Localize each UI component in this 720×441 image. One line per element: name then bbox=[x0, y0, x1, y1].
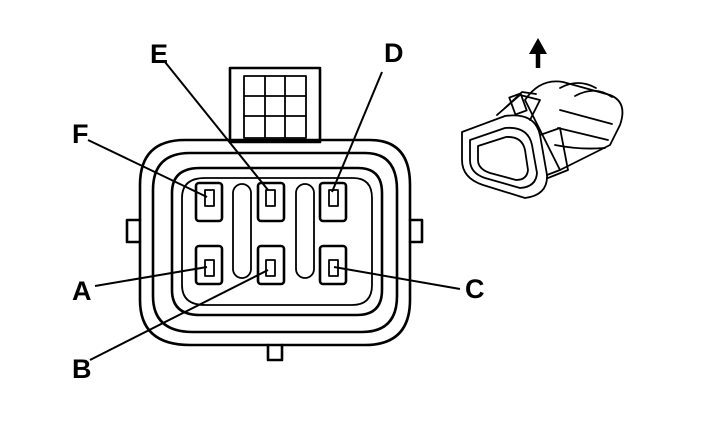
terminal-c bbox=[318, 244, 348, 286]
terminal-b bbox=[256, 244, 286, 286]
leader-d bbox=[331, 71, 383, 193]
bottom-key bbox=[266, 343, 284, 362]
leader-a bbox=[94, 266, 208, 287]
connector-isometric-view bbox=[461, 80, 624, 199]
leader-c bbox=[333, 266, 461, 290]
terminal-a bbox=[194, 244, 224, 286]
pin-label-e: E bbox=[150, 39, 168, 69]
terminal-e bbox=[256, 181, 286, 223]
connector-face bbox=[125, 66, 424, 362]
housing-inner-rim bbox=[151, 151, 399, 334]
pin-cavity bbox=[170, 166, 384, 317]
leader-f bbox=[87, 139, 208, 198]
pin-cavity-inner bbox=[181, 177, 373, 306]
pin-labels: E D F A B C bbox=[72, 38, 485, 384]
right-rib bbox=[408, 218, 424, 244]
pin-label-f: F bbox=[72, 119, 89, 149]
leader-e bbox=[164, 61, 269, 191]
left-rib bbox=[125, 218, 142, 244]
terminal-f bbox=[194, 181, 224, 223]
pin-label-d: D bbox=[384, 38, 404, 68]
separator-slot-right bbox=[295, 183, 315, 279]
leader-lines bbox=[87, 61, 461, 361]
separator-slot-left bbox=[232, 183, 252, 279]
arrow-up-icon bbox=[529, 38, 547, 68]
pin-label-c: C bbox=[465, 274, 485, 304]
leader-b bbox=[89, 269, 269, 361]
pin-label-a: A bbox=[72, 276, 92, 306]
pin-label-b: B bbox=[72, 354, 92, 384]
latch-tab bbox=[228, 66, 322, 144]
